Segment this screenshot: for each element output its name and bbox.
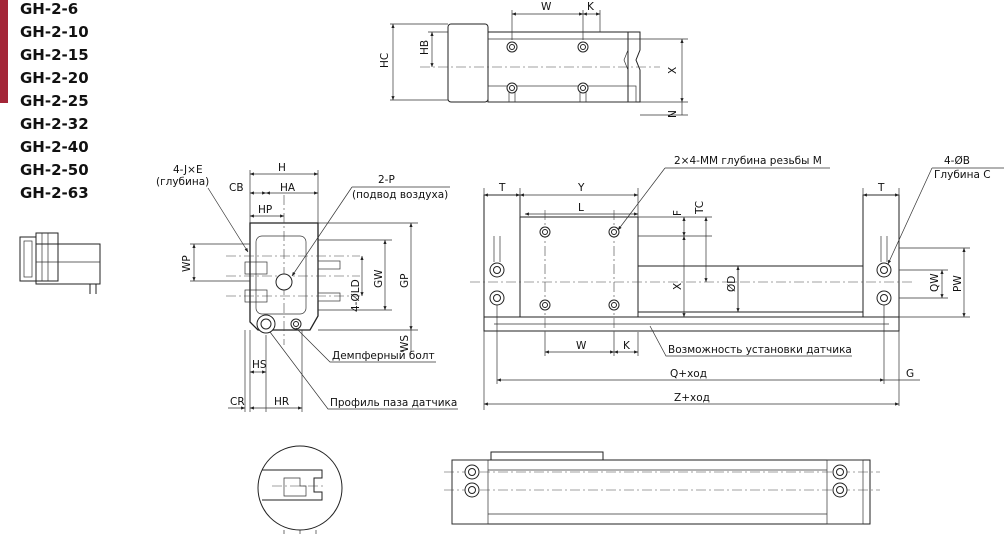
label-2p: 2-P (378, 174, 395, 186)
dim-gp: GP (399, 274, 411, 288)
dim-hs: HS (252, 359, 267, 371)
label-depth-c: Глубина C (934, 169, 991, 181)
dim-ha: HA (280, 182, 296, 194)
dim-cb: CB (229, 182, 244, 194)
label-depth: (глубина) (156, 176, 209, 188)
dim-k: K (587, 1, 595, 13)
dim-h: H (278, 162, 286, 174)
dim-t-left: T (498, 182, 506, 194)
model-item: GH-2-40 (20, 138, 89, 156)
model-item: GH-2-63 (20, 184, 89, 202)
label-sensor-mount: Возможность установки датчика (668, 344, 852, 356)
dim-pw: PW (952, 275, 964, 292)
dim-ws: WS (399, 335, 411, 352)
label-sensor-slot: Профиль паза датчика (330, 397, 457, 409)
slot-detail (257, 445, 343, 534)
model-item: GH-2-25 (20, 92, 89, 110)
dim-k-front: K (623, 340, 631, 352)
dim-hp: HP (258, 204, 272, 216)
dim-ld: 4-ØLD (350, 279, 362, 312)
dim-d: ØD (726, 276, 738, 292)
model-list: GH-2-6 GH-2-10 GH-2-15 GH-2-20 GH-2-25 G… (20, 0, 89, 205)
bottom-view (444, 451, 880, 525)
dim-x: X (667, 67, 679, 74)
dim-gw: GW (373, 269, 385, 288)
side-view: H HA CB HP 4-J×E (глубина) 2-P (подвод в… (156, 162, 458, 412)
model-item: GH-2-32 (20, 115, 89, 133)
model-item: GH-2-15 (20, 46, 89, 64)
dim-qw: QW (929, 273, 941, 292)
model-item: GH-2-6 (20, 0, 79, 18)
dim-l: L (578, 202, 584, 214)
front-view: T Y L 2×4-MM глубина резьбы M 4-ØB Глуби… (470, 155, 1004, 410)
accent-bar (0, 0, 8, 103)
dim-q-stroke: Q+ход (670, 368, 707, 380)
dim-tc: TC (694, 201, 706, 215)
model-item: GH-2-10 (20, 23, 89, 41)
label-damper-bolt: Демпферный болт (332, 350, 435, 362)
model-item: GH-2-20 (20, 69, 89, 87)
dim-hb: HB (419, 40, 431, 55)
dim-x-front: X (672, 283, 684, 290)
dim-cr: CR (230, 396, 245, 408)
dim-y: Y (577, 182, 585, 194)
dim-hr: HR (274, 396, 289, 408)
label-4b: 4-ØB (944, 155, 970, 167)
thumbnail-icon (19, 232, 101, 294)
dim-w: W (541, 1, 552, 13)
dim-hc: HC (379, 53, 391, 68)
label-air-supply: (подвод воздуха) (352, 189, 448, 201)
label-2x4mm: 2×4-MM глубина резьбы M (674, 155, 822, 167)
dim-wp: WP (181, 255, 193, 272)
label-4je: 4-J×E (173, 164, 203, 176)
dim-f: F (672, 210, 684, 216)
model-item: GH-2-50 (20, 161, 89, 179)
dim-t-right: T (877, 182, 885, 194)
dim-n: N (667, 110, 679, 118)
top-view: W K HB HC X N (379, 1, 688, 118)
dim-z-stroke: Z+ход (674, 392, 710, 404)
dim-w-front: W (576, 340, 587, 352)
dim-g: G (906, 368, 914, 380)
